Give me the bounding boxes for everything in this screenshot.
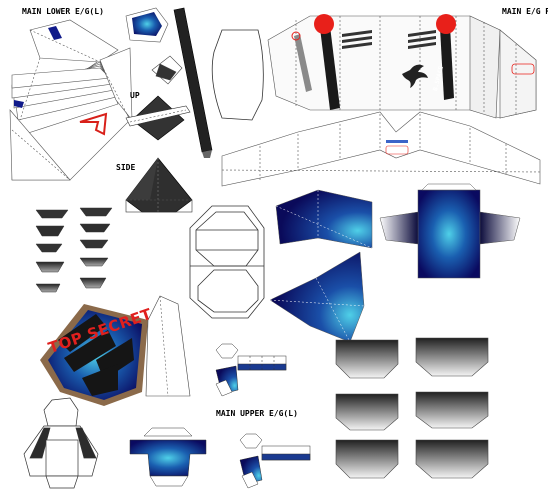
red-outline-tag <box>385 145 409 155</box>
cross-blue-panel <box>379 183 521 279</box>
dark-small-pieces-stack <box>35 207 113 293</box>
blue-accent-mark <box>14 100 24 108</box>
label-main-eg-right: MAIN E/G R <box>502 7 548 16</box>
label-side: SIDE <box>116 163 135 172</box>
red-disc-left <box>314 14 334 34</box>
top-blue-tile <box>125 7 169 43</box>
label-main-lower-eg-left: MAIN LOWER E/G(L) <box>22 7 104 16</box>
label-up: UP <box>130 91 140 100</box>
red-ring-mark <box>291 31 301 41</box>
small-bracket-piece <box>151 55 183 85</box>
long-black-strut <box>173 7 213 158</box>
red-outline-box <box>511 63 535 75</box>
large-outline-panel <box>211 29 264 121</box>
white-side-flap <box>145 295 191 397</box>
bottom-blue-t-piece <box>129 427 207 487</box>
long-folding-strip <box>221 111 541 187</box>
side-view-pieces <box>125 157 193 213</box>
main-eg-right-panel <box>267 15 537 119</box>
black-strip-left <box>320 26 340 110</box>
eagle-emblem-icon <box>402 64 428 88</box>
blue-wing-top <box>275 189 373 249</box>
octagonal-frame-piece <box>189 205 265 319</box>
hex-strip-piece-lower <box>239 433 311 489</box>
black-strip-right <box>440 26 454 100</box>
blue-accent-mark <box>48 26 62 40</box>
blue-stripe-tag <box>386 140 408 143</box>
stripes-decal <box>408 30 436 49</box>
label-main-upper-eg-left: MAIN UPPER E/G(L) <box>216 409 298 418</box>
gray-bar-decal <box>294 34 312 92</box>
red-disc-right <box>436 14 456 34</box>
dark-trapezoid-pieces <box>335 337 489 479</box>
bottom-left-frame-piece <box>23 397 99 489</box>
top-secret-panel <box>40 304 148 406</box>
red-chevron-decal <box>79 112 108 136</box>
stripes-decal <box>342 30 372 49</box>
hex-strip-piece-upper <box>215 343 287 397</box>
blue-wing-bottom <box>269 251 365 343</box>
up-view-pieces <box>125 95 191 141</box>
main-lower-eg-left-panels <box>9 19 133 181</box>
